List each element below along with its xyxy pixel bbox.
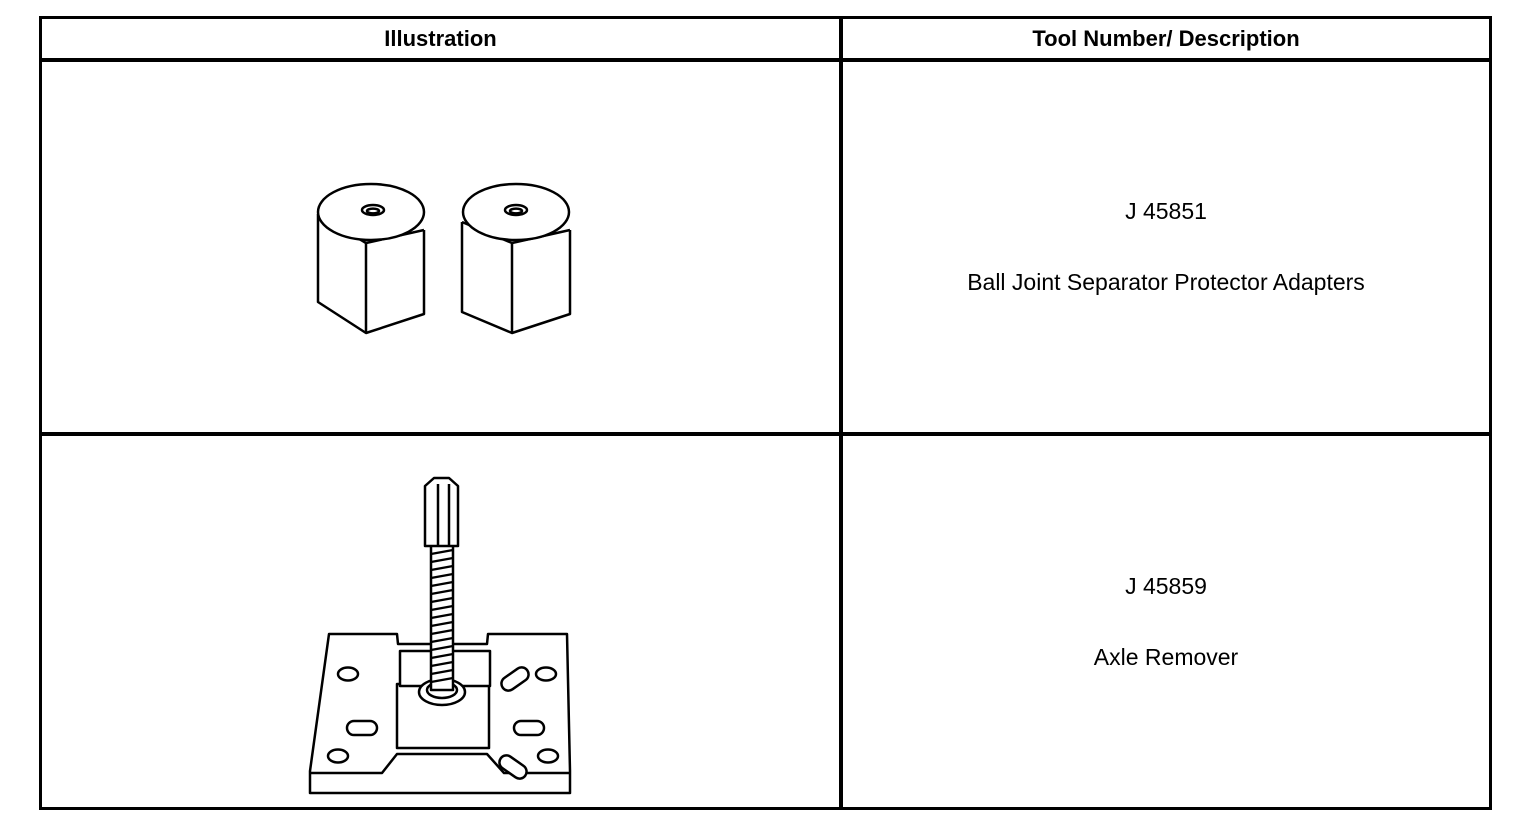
tool-description: Ball Joint Separator Protector Adapters	[967, 269, 1365, 295]
table-row-description: J 45859 Axle Remover	[843, 436, 1489, 807]
tools-table: Illustration Tool Number/ Description	[39, 16, 1492, 810]
header-divider	[42, 58, 1489, 62]
column-divider	[839, 19, 843, 807]
tool-number: J 45851	[1125, 198, 1207, 224]
tool-number: J 45859	[1125, 572, 1207, 599]
hex-adapters-icon	[316, 182, 572, 335]
row-divider	[42, 432, 1489, 436]
header-illustration: Illustration	[384, 25, 497, 51]
table-row-illustration	[42, 62, 839, 432]
axle-remover-icon	[308, 476, 572, 795]
table-row-illustration	[42, 436, 839, 807]
table-row-description: J 45851 Ball Joint Separator Protector A…	[843, 62, 1489, 432]
header-tool-number-description: Tool Number/ Description	[1032, 25, 1300, 51]
tool-description: Axle Remover	[1093, 643, 1239, 670]
